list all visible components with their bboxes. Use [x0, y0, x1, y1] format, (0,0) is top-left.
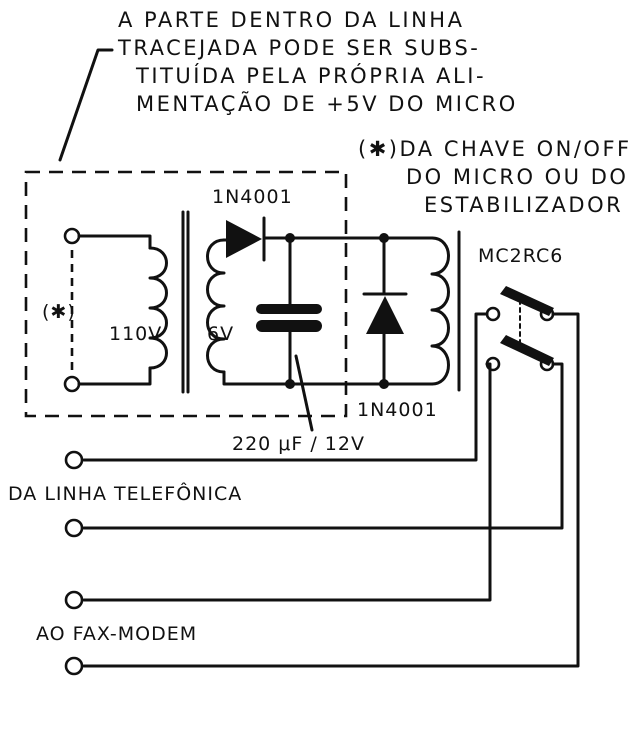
asterisk-note-line-1: (✱)DA CHAVE ON/OFF: [358, 137, 632, 161]
primary-wire-top: [77, 234, 152, 250]
primary-wire-bottom: [77, 366, 152, 386]
relay-contact-1-common: [485, 306, 501, 322]
dashed-area-note: A PARTE DENTRO DA LINHA TRACEJADA PODE S…: [117, 8, 518, 116]
transformer-primary-coil: [148, 246, 168, 370]
asterisk-note-line-3: ESTABILIZADOR: [424, 193, 623, 217]
wire-fax-modem-1: [82, 362, 492, 602]
note-line-3: TITUÍDA PELA PRÓPRIA ALI-: [135, 63, 486, 88]
note-line-2: TRACEJADA PODE SER SUBS-: [117, 36, 480, 60]
asterisk-marker: (✱): [42, 301, 76, 323]
relay-coil: [430, 236, 450, 386]
asterisk-note-line-2: DO MICRO OU DO: [406, 165, 628, 189]
relay-switch-arm-1: [500, 286, 554, 316]
asterisk-note: (✱)DA CHAVE ON/OFF DO MICRO OU DO ESTABI…: [358, 137, 632, 217]
wire-phone-line-2: [82, 362, 564, 530]
flyback-diode: [366, 296, 404, 334]
secondary-voltage-label: 6V: [207, 323, 234, 345]
primary-voltage-label: 110V: [109, 323, 162, 345]
negative-rail: [222, 370, 434, 386]
wire-phone-line-1: [82, 312, 489, 462]
phone-line-label: DA LINHA TELEFÔNICA: [8, 481, 242, 505]
capacitor-label: 220 μF / 12V: [232, 433, 365, 455]
diode-top-label: 1N4001: [212, 186, 293, 208]
phone-line-terminal-2: [64, 518, 84, 538]
transformer-secondary-coil: [206, 238, 226, 374]
replaceable-section-box: [24, 170, 348, 418]
rectifier-diode: [226, 220, 262, 258]
wire-fax-modem-2: [82, 312, 580, 668]
phone-line-terminal-1: [64, 450, 84, 470]
note-leader-line: [58, 48, 114, 162]
capacitor-plate-top: [256, 304, 322, 314]
relay-switch-arm-2: [500, 335, 554, 366]
note-line-1: A PARTE DENTRO DA LINHA: [118, 8, 464, 32]
note-line-4: MENTAÇÃO DE +5V DO MICRO: [136, 90, 518, 116]
relay-label: MC2RC6: [478, 245, 563, 267]
mains-terminal-top: [63, 227, 81, 245]
fax-modem-terminal-2: [64, 656, 84, 676]
capacitor-plate-bottom: [256, 320, 322, 332]
mains-terminal-bottom: [63, 375, 81, 393]
fax-modem-terminal-1: [64, 590, 84, 610]
diode-bottom-label: 1N4001: [357, 399, 438, 421]
fax-modem-label: AO FAX-MODEM: [36, 623, 197, 645]
capacitor-leader-line: [294, 354, 314, 432]
junction-node: [285, 379, 295, 389]
